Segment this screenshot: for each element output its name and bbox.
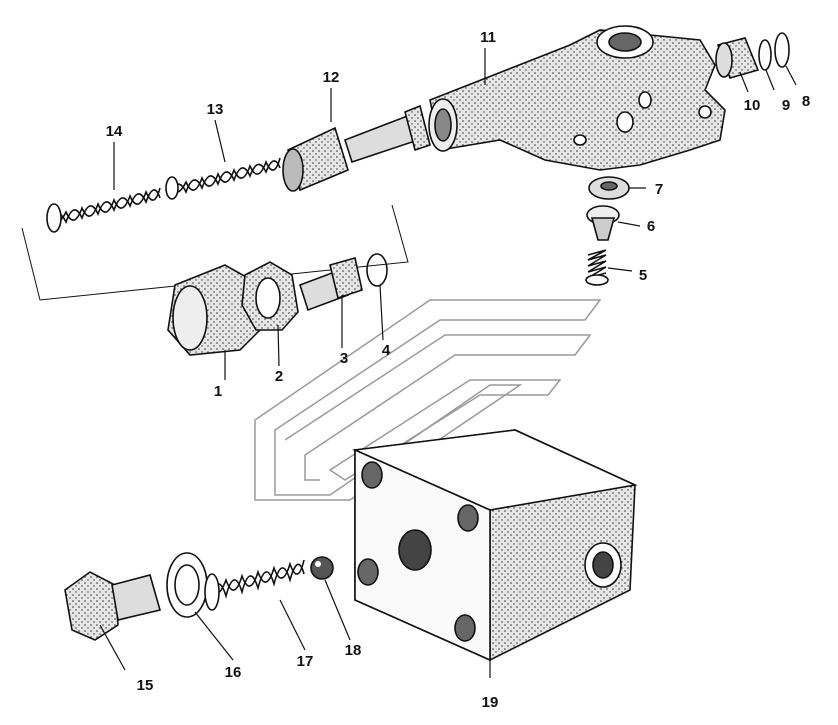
part-4-o-ring [366, 253, 388, 287]
part-19-block [352, 429, 638, 662]
part-8-circlip [774, 32, 790, 68]
callout-18: 18 [345, 642, 362, 659]
callout-4: 4 [382, 342, 391, 359]
part-10-plug [715, 37, 760, 79]
part-15-bolt [64, 571, 161, 641]
part-13-spring [165, 157, 281, 200]
leader-lines [99, 48, 797, 678]
watermark-logo [254, 299, 602, 501]
part-6-poppet [586, 205, 620, 241]
callout-15: 15 [137, 677, 154, 694]
part-1-cap-nut [167, 264, 261, 356]
callout-1: 1 [214, 383, 222, 400]
callout-11: 11 [480, 29, 496, 46]
callout-13: 13 [207, 101, 224, 118]
callout-17: 17 [297, 653, 314, 670]
part-3-adjusting-screw [299, 257, 363, 312]
callout-7: 7 [655, 181, 663, 198]
callout-6: 6 [647, 218, 655, 235]
callout-16: 16 [225, 664, 242, 681]
callout-12: 12 [323, 69, 340, 86]
callout-8: 8 [802, 93, 810, 110]
callout-9: 9 [782, 97, 790, 114]
callout-3: 3 [340, 350, 348, 367]
part-17-spring [204, 559, 305, 611]
part-9-washer [758, 39, 772, 71]
part-7-nut [588, 176, 630, 200]
part-2-locknut [241, 261, 299, 331]
callout-5: 5 [639, 267, 647, 284]
part-11-valve-body [428, 25, 726, 171]
part-16-washer [166, 552, 208, 618]
part-12-spool [282, 104, 431, 192]
callout-14: 14 [106, 123, 123, 140]
part-5-spring [585, 249, 609, 286]
callout-19: 19 [482, 694, 499, 711]
callout-labels: 1 2 3 4 5 6 7 8 9 10 11 12 13 14 15 16 1… [106, 29, 811, 711]
part-14-spring [46, 187, 161, 233]
callout-2: 2 [275, 368, 283, 385]
callout-10: 10 [744, 97, 761, 114]
part-18-ball [310, 556, 334, 580]
